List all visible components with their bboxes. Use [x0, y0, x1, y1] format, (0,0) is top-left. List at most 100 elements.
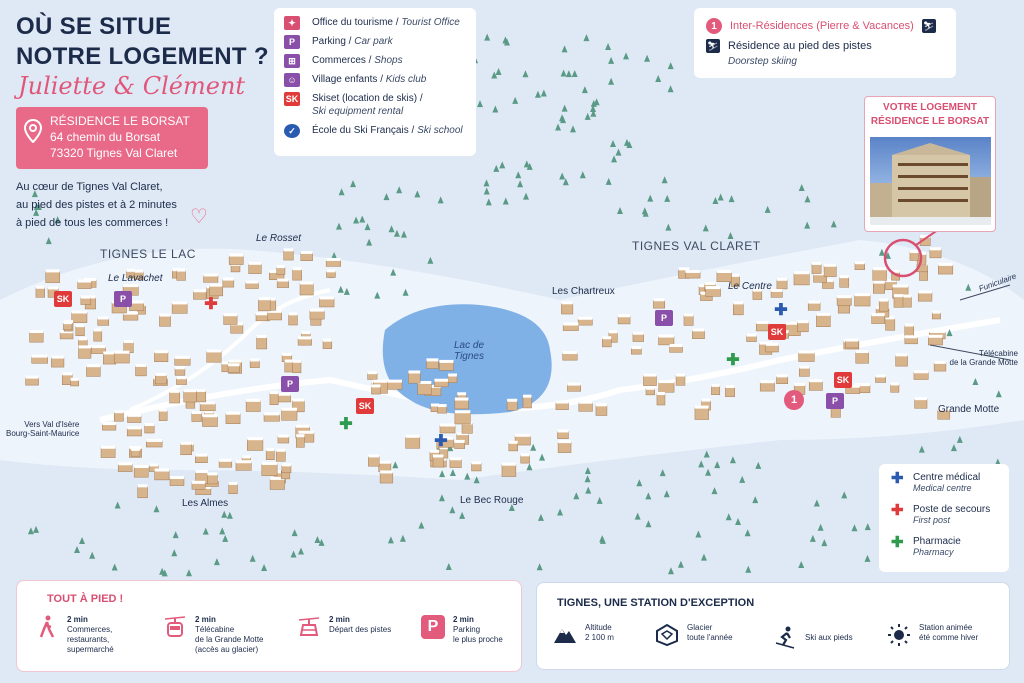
chalet — [256, 336, 268, 350]
tree — [393, 229, 400, 237]
chalet-roof — [578, 316, 593, 320]
chalet — [823, 265, 837, 277]
chalet-roof — [169, 389, 180, 393]
tree — [615, 148, 622, 156]
chalet-roof — [31, 354, 48, 358]
chalet-roof — [269, 391, 279, 395]
chalet-roof — [209, 283, 223, 287]
station-item-ski: Ski aux pieds — [773, 625, 853, 649]
tree — [623, 52, 630, 60]
legend-label-en: Shops — [374, 55, 403, 66]
chalet-roof — [261, 461, 278, 465]
chalet-roof — [678, 267, 690, 271]
chalet-roof — [326, 269, 336, 273]
chalet — [839, 276, 850, 288]
chalet-roof — [892, 284, 909, 288]
chalet-roof — [704, 281, 716, 285]
chalet — [705, 287, 721, 297]
chalet-roof — [895, 353, 908, 357]
chalet — [176, 270, 186, 281]
chalet-roof — [595, 403, 607, 407]
ski-school-icon: ✓ — [284, 124, 300, 138]
tree — [366, 238, 373, 246]
chalet-roof — [248, 261, 262, 265]
tree — [291, 529, 298, 537]
chalet-roof — [71, 310, 87, 314]
walk-time: 2 min — [329, 615, 350, 624]
tree — [830, 220, 837, 228]
chalet — [675, 375, 686, 386]
chalet-roof — [245, 280, 259, 284]
tree — [745, 565, 752, 573]
chalet — [113, 411, 124, 422]
tree — [449, 506, 456, 514]
chalet — [522, 396, 532, 409]
chalet-roof — [515, 433, 531, 437]
chalet — [632, 333, 644, 342]
chalet-roof — [267, 309, 282, 313]
tree — [705, 468, 712, 476]
tree — [585, 486, 592, 494]
medical-centre-marker: ✚ — [434, 433, 448, 450]
chalet-roof — [295, 424, 310, 428]
tree — [608, 56, 615, 64]
medical-centre-marker: ✚ — [774, 302, 788, 319]
tree — [560, 69, 567, 77]
chalet-roof — [282, 352, 292, 356]
chalet-roof — [731, 273, 740, 277]
chalet — [830, 407, 841, 418]
inter-residence-marker: 1 — [784, 390, 804, 410]
chalet — [917, 292, 933, 302]
tree — [399, 534, 406, 542]
chalet — [471, 463, 482, 472]
legend-tourist-office: ✦ Office du tourisme / Tourist Office — [284, 16, 476, 35]
chalet-roof — [934, 360, 946, 364]
chalet-roof — [676, 373, 685, 377]
intro-line-1: Au cœur de Tignes Val Claret, — [16, 181, 163, 193]
chalet — [759, 381, 775, 392]
tree — [804, 221, 811, 229]
chalet-roof — [127, 426, 142, 430]
hosts-signature: Juliette & Clément — [18, 72, 246, 100]
tree — [744, 529, 751, 537]
label-tignes-le-lac: TIGNES LE LAC — [100, 247, 196, 261]
tree — [623, 138, 630, 146]
chalet — [126, 428, 142, 437]
chalet-roof — [191, 480, 206, 484]
tree — [213, 558, 220, 566]
chalet-roof — [80, 295, 91, 299]
legend-label-en: Pharmacy — [913, 547, 954, 557]
chalet-roof — [776, 277, 788, 281]
chalet-roof — [309, 308, 325, 312]
tree — [605, 177, 612, 185]
tree — [54, 216, 61, 224]
chalet-roof — [854, 383, 870, 387]
tree — [540, 89, 547, 97]
chalet-roof — [225, 411, 241, 415]
tree — [821, 539, 828, 547]
tree — [965, 283, 972, 291]
tree — [972, 378, 979, 386]
chalet — [309, 310, 325, 320]
tree — [555, 123, 562, 131]
chalet — [300, 252, 313, 261]
chalet-roof — [48, 286, 59, 290]
chalet — [755, 322, 770, 332]
chalet — [230, 324, 244, 334]
chalet-roof — [631, 346, 642, 350]
chalet-roof — [367, 371, 378, 375]
chalet-roof — [229, 253, 244, 257]
chalet-roof — [839, 275, 849, 279]
chalet — [63, 322, 73, 331]
tree — [717, 193, 724, 201]
parking-icon: P — [421, 615, 445, 639]
tree — [536, 563, 543, 571]
chalet-roof — [561, 301, 573, 305]
tree — [512, 96, 519, 104]
chalet-roof — [893, 294, 903, 298]
tree — [659, 469, 666, 477]
tree — [581, 86, 588, 94]
